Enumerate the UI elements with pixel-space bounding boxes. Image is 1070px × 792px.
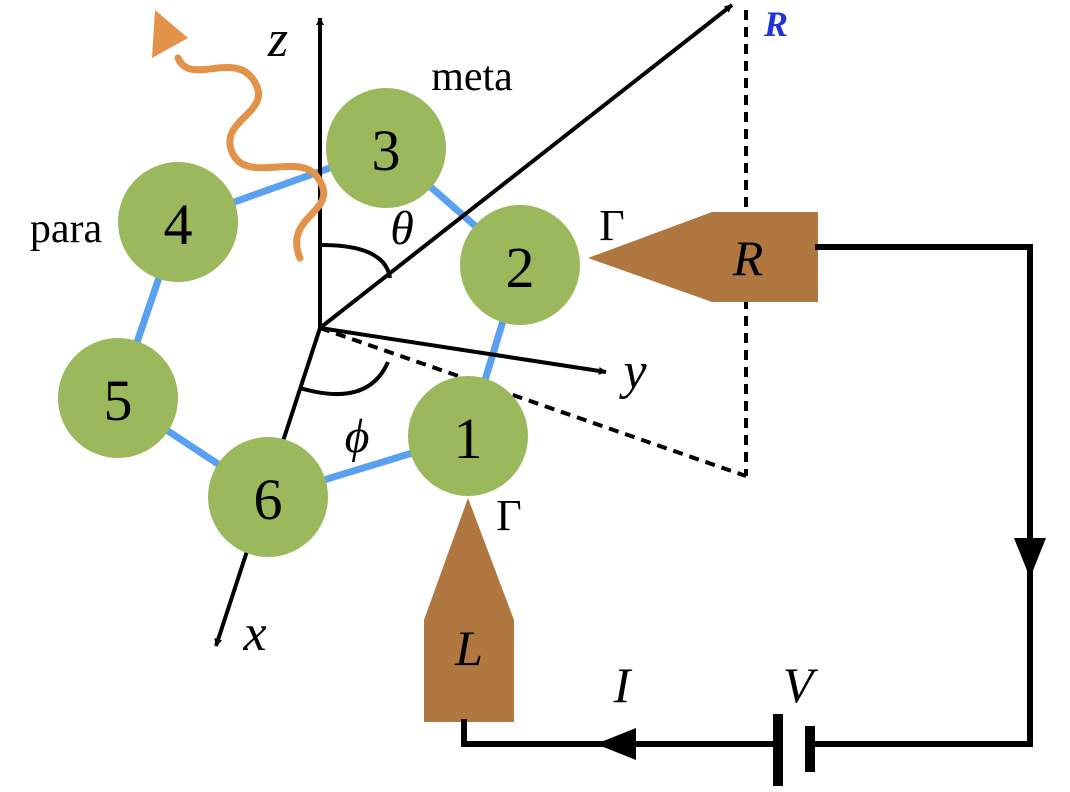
left-electrode-tip xyxy=(424,498,514,722)
current-arrow-icon xyxy=(596,728,636,760)
photon-wave-icon xyxy=(152,10,328,262)
site-4: 4 xyxy=(118,162,238,282)
site-1-label: 1 xyxy=(454,406,483,471)
z-axis-label: z xyxy=(267,11,288,68)
site-6: 6 xyxy=(208,437,328,557)
ring-sites: 1 2 3 4 5 6 xyxy=(58,88,580,557)
circuit-left-wire xyxy=(461,719,781,747)
gamma-right-label: Γ xyxy=(599,201,624,250)
current-label: I xyxy=(613,657,633,713)
site-6-circle xyxy=(208,437,328,557)
site-3-circle xyxy=(326,88,446,208)
battery-icon xyxy=(773,714,815,786)
site-5-circle xyxy=(58,338,178,458)
site-4-label: 4 xyxy=(164,192,193,257)
site-1: 1 xyxy=(408,376,528,496)
site-2-label: 2 xyxy=(506,235,535,300)
meta-label: meta xyxy=(431,54,513,100)
phi-label: ϕ xyxy=(345,410,370,463)
phi-arc xyxy=(299,361,390,396)
left-electrode: L xyxy=(424,498,514,722)
site-2-circle xyxy=(460,205,580,325)
circuit-down-arrow-icon xyxy=(1014,538,1046,578)
right-electrode: R xyxy=(588,212,818,302)
para-label: para xyxy=(30,206,103,252)
gamma-left-label: Γ xyxy=(496,491,521,540)
site-1-circle xyxy=(408,376,528,496)
right-electrode-tip xyxy=(588,212,818,302)
circuit-right-wire xyxy=(807,244,1033,747)
circuit-wires xyxy=(461,244,1033,747)
site-6-label: 6 xyxy=(254,467,283,532)
left-electrode-label: L xyxy=(454,620,483,676)
site-5: 5 xyxy=(58,338,178,458)
y-axis xyxy=(319,326,607,375)
x-axis-label: x xyxy=(242,605,266,662)
site-4-circle xyxy=(118,162,238,282)
site-3: 3 xyxy=(326,88,446,208)
r-vector-label: R xyxy=(763,4,788,44)
theta-label: θ xyxy=(390,202,414,255)
site-2: 2 xyxy=(460,205,580,325)
voltage-label: V xyxy=(783,657,819,713)
r-projection-plane xyxy=(319,326,747,478)
site-5-label: 5 xyxy=(104,368,133,433)
right-electrode-label: R xyxy=(732,230,764,286)
y-axis-label: y xyxy=(618,343,647,400)
theta-arc xyxy=(321,243,392,279)
site-3-label: 3 xyxy=(372,118,401,183)
